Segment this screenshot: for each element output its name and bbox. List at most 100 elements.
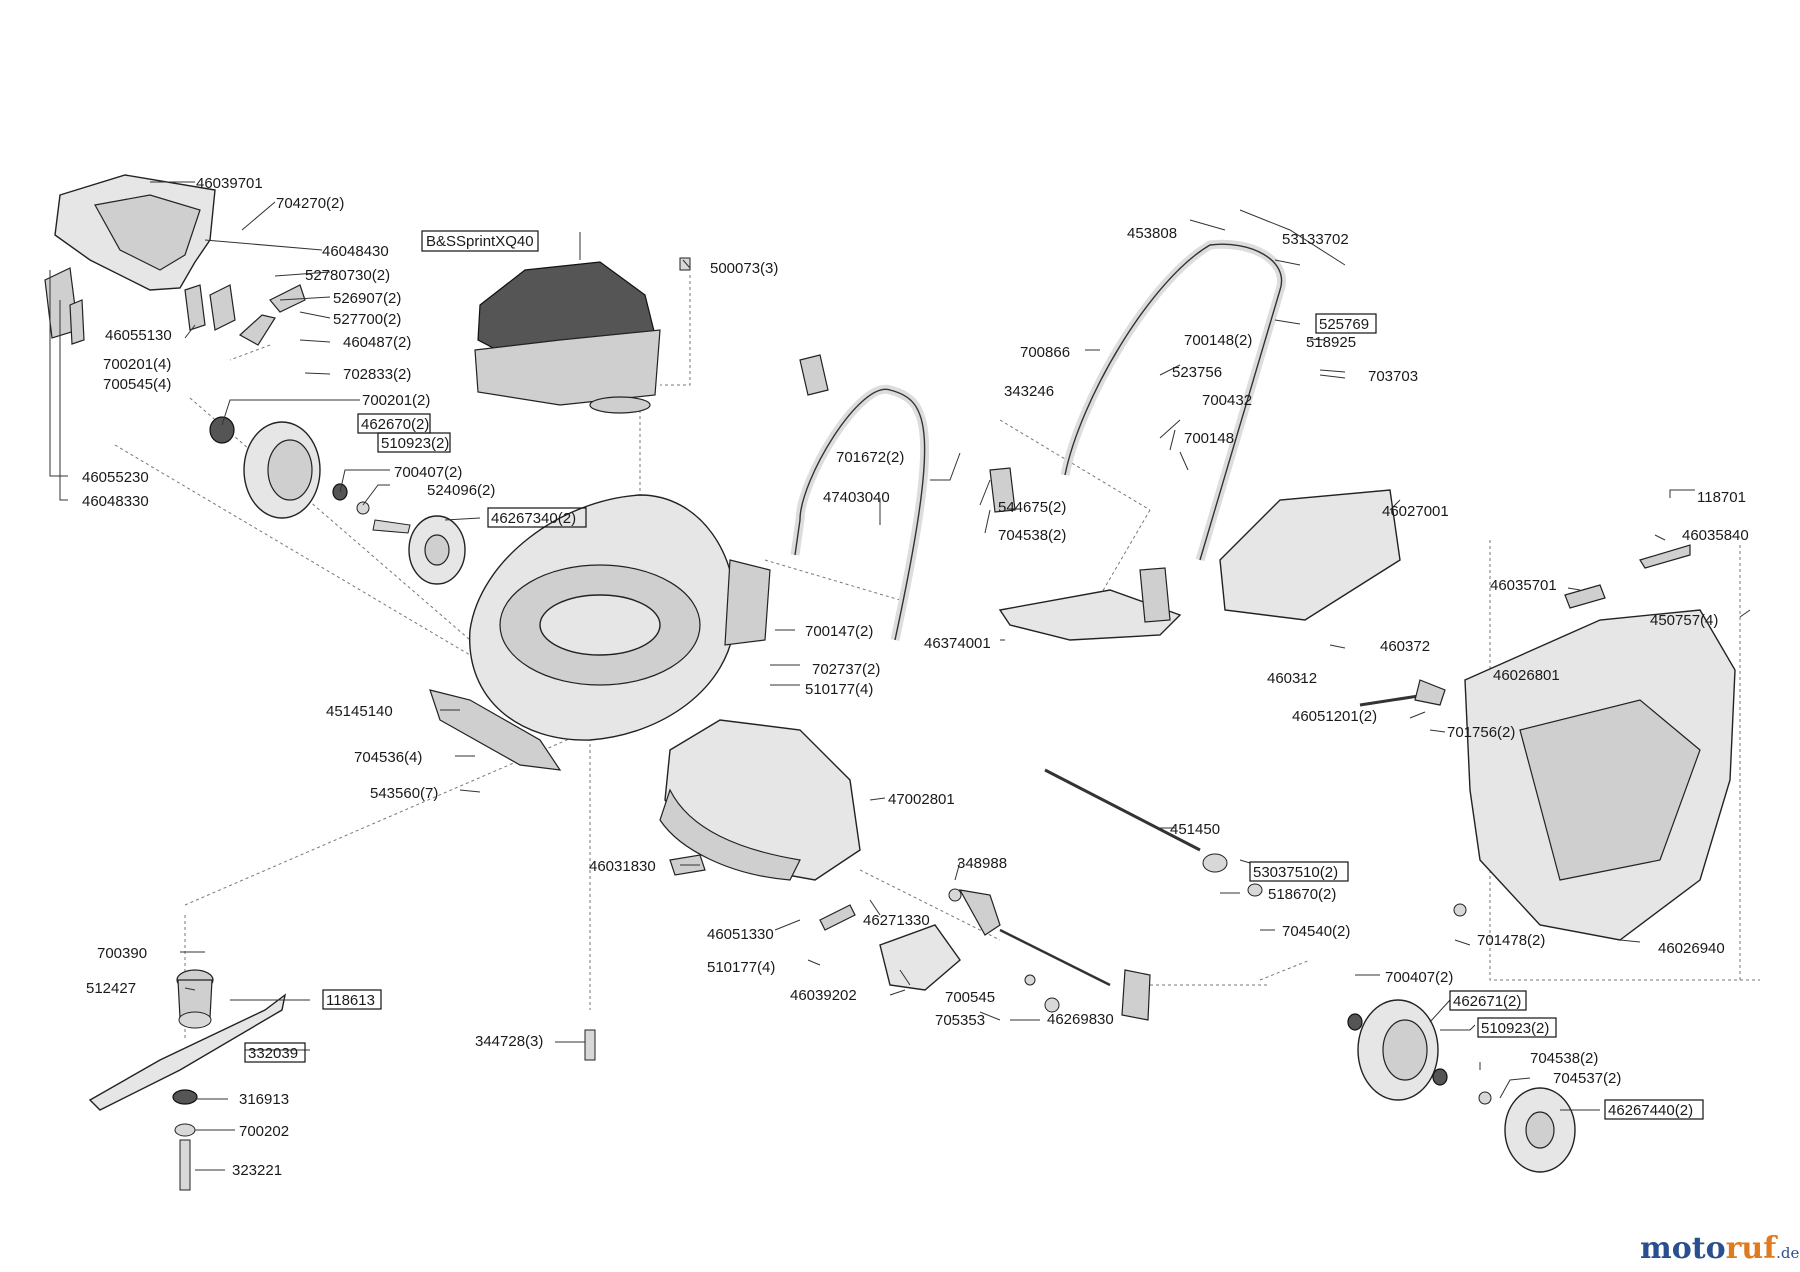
label-box-118613 bbox=[322, 989, 382, 1010]
label-46039202: 46039202 bbox=[790, 987, 857, 1004]
label-47403040: 47403040 bbox=[823, 489, 890, 506]
label-46051201: 46051201(2) bbox=[1292, 708, 1377, 725]
label-460372: 460372 bbox=[1380, 638, 1430, 655]
label-544675: 544675(2) bbox=[998, 499, 1066, 516]
label-451450: 451450 bbox=[1170, 821, 1220, 838]
label-box-46267440 bbox=[1604, 1099, 1704, 1120]
label-46026801: 46026801 bbox=[1493, 667, 1560, 684]
label-box-46267340 bbox=[487, 507, 587, 528]
label-46051330: 46051330 bbox=[707, 926, 774, 943]
label-700545-4: 700545(4) bbox=[103, 376, 171, 393]
watermark-logo: motoruf.de bbox=[1640, 1231, 1800, 1266]
grass-catcher bbox=[1464, 544, 1736, 941]
leader-lines bbox=[49, 181, 1751, 1171]
label-46055230: 46055230 bbox=[82, 469, 149, 486]
label-47002801: 47002801 bbox=[888, 791, 955, 808]
label-523756: 523756 bbox=[1172, 364, 1222, 381]
label-525769: 525769 bbox=[1319, 316, 1369, 333]
label-527700: 527700(2) bbox=[333, 311, 401, 328]
label-462671: 462671(2) bbox=[1453, 993, 1521, 1010]
side-discharge-deflector bbox=[54, 174, 216, 291]
label-702833: 702833(2) bbox=[343, 366, 411, 383]
label-46031830: 46031830 bbox=[589, 858, 656, 875]
label-462670: 462670(2) bbox=[361, 416, 429, 433]
label-704536: 704536(4) bbox=[354, 749, 422, 766]
label-46267340: 46267340(2) bbox=[491, 510, 576, 527]
label-46269830: 46269830 bbox=[1047, 1011, 1114, 1028]
label-46035701: 46035701 bbox=[1490, 577, 1557, 594]
label-52780730: 52780730(2) bbox=[305, 267, 390, 284]
label-702737: 702737(2) bbox=[812, 661, 880, 678]
label-46027001: 46027001 bbox=[1382, 503, 1449, 520]
label-700148: 700148 bbox=[1184, 430, 1234, 447]
label-518670: 518670(2) bbox=[1268, 886, 1336, 903]
label-703703: 703703 bbox=[1368, 368, 1418, 385]
engine-briggs-stratton bbox=[474, 257, 691, 414]
part-labels: 46039701 704270(2) 46048430 52780730(2) … bbox=[82, 175, 1749, 1179]
label-524096: 524096(2) bbox=[427, 482, 495, 499]
label-700148-2: 700148(2) bbox=[1184, 332, 1252, 349]
label-700545-b: 700545 bbox=[945, 989, 995, 1006]
label-45145140: 45145140 bbox=[326, 703, 393, 720]
label-box-525769 bbox=[1315, 313, 1377, 334]
label-332039: 332039 bbox=[248, 1045, 298, 1062]
label-704538-b: 704538(2) bbox=[1530, 1050, 1598, 1067]
label-46055130: 46055130 bbox=[105, 327, 172, 344]
label-704537: 704537(2) bbox=[1553, 1070, 1621, 1087]
handle-upper bbox=[1060, 209, 1346, 562]
front-wheel-left bbox=[209, 416, 466, 585]
label-500073: 500073(3) bbox=[710, 260, 778, 277]
label-704270: 704270(2) bbox=[276, 195, 344, 212]
label-704540: 704540(2) bbox=[1282, 923, 1350, 940]
label-46374001: 46374001 bbox=[924, 635, 991, 652]
label-46026940: 46026940 bbox=[1658, 940, 1725, 957]
label-526907: 526907(2) bbox=[333, 290, 401, 307]
label-46035840: 46035840 bbox=[1682, 527, 1749, 544]
label-450757: 450757(4) bbox=[1650, 612, 1718, 629]
label-323221: 323221 bbox=[232, 1162, 282, 1179]
label-700390: 700390 bbox=[97, 945, 147, 962]
label-box-53037510 bbox=[1249, 861, 1349, 882]
label-46048330: 46048330 bbox=[82, 493, 149, 510]
label-518925: 518925 bbox=[1306, 334, 1356, 351]
label-460312: 460312 bbox=[1267, 670, 1317, 687]
label-700201-2: 700201(2) bbox=[362, 392, 430, 409]
label-46271330: 46271330 bbox=[863, 912, 930, 929]
label-700147: 700147(2) bbox=[805, 623, 873, 640]
mower-deck bbox=[429, 494, 771, 771]
label-344728: 344728(3) bbox=[475, 1033, 543, 1050]
label-700866: 700866 bbox=[1020, 344, 1070, 361]
rear-discharge-housing bbox=[659, 719, 861, 881]
label-460487: 460487(2) bbox=[343, 334, 411, 351]
label-510177-b: 510177(4) bbox=[707, 959, 775, 976]
label-453808: 453808 bbox=[1127, 225, 1177, 242]
label-box-engine bbox=[421, 230, 539, 252]
label-510177-a: 510177(4) bbox=[805, 681, 873, 698]
label-348988: 348988 bbox=[957, 855, 1007, 872]
assembly-guide-lines bbox=[114, 275, 1760, 1040]
label-343246: 343246 bbox=[1004, 383, 1054, 400]
label-512427: 512427 bbox=[86, 980, 136, 997]
label-53037510: 53037510(2) bbox=[1253, 864, 1338, 881]
label-700202: 700202 bbox=[239, 1123, 289, 1140]
label-46039701: 46039701 bbox=[196, 175, 263, 192]
rear-axle bbox=[1044, 679, 1446, 873]
label-701756: 701756(2) bbox=[1447, 724, 1515, 741]
label-700432: 700432 bbox=[1202, 392, 1252, 409]
handle-lower bbox=[790, 354, 1016, 641]
label-box-332039 bbox=[244, 1042, 306, 1063]
label-box-510923-b bbox=[1477, 1017, 1557, 1038]
misc-hardware bbox=[669, 854, 1467, 1013]
label-316913: 316913 bbox=[239, 1091, 289, 1108]
watermark-text: motoruf.de bbox=[1640, 1231, 1800, 1266]
label-118613: 118613 bbox=[326, 992, 375, 1009]
grass-bag-lid bbox=[1219, 489, 1401, 621]
label-543560: 543560(7) bbox=[370, 785, 438, 802]
label-510923-a: 510923(2) bbox=[381, 435, 449, 452]
rear-wheel-right bbox=[1347, 999, 1576, 1173]
label-701672: 701672(2) bbox=[836, 449, 904, 466]
label-701478: 701478(2) bbox=[1477, 932, 1545, 949]
label-700407-a: 700407(2) bbox=[394, 464, 462, 481]
label-46267440: 46267440(2) bbox=[1608, 1102, 1693, 1119]
